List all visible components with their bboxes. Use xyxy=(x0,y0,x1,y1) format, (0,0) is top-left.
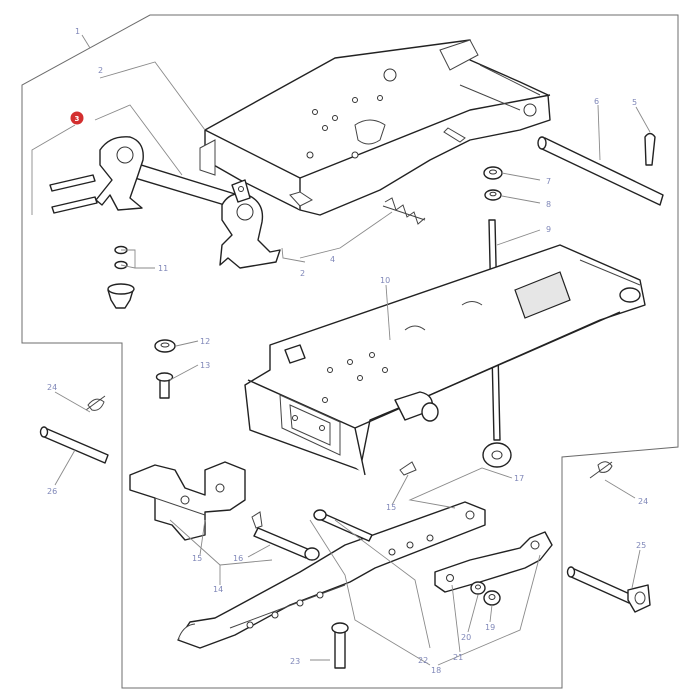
callout-17: 17 xyxy=(514,474,524,483)
callout-16: 16 xyxy=(233,554,243,563)
callout-23: 23 xyxy=(290,657,300,666)
callout-24-left: 24 xyxy=(47,383,57,392)
nut-part-12 xyxy=(154,339,176,353)
callout-21: 21 xyxy=(453,653,463,662)
hook-bar-assembly xyxy=(49,136,281,269)
bolt-part-13 xyxy=(155,372,174,399)
callout-25: 25 xyxy=(636,541,646,550)
callout-7: 7 xyxy=(546,177,551,186)
callout-2-lower: 2 xyxy=(300,269,305,278)
callout-11: 11 xyxy=(158,264,168,273)
clip-part-24-right xyxy=(589,461,613,479)
callout-1: 1 xyxy=(75,27,80,36)
callout-8: 8 xyxy=(546,200,551,209)
leader-lines xyxy=(31,34,651,666)
callout-24-right: 24 xyxy=(638,497,648,506)
pin-part-6 xyxy=(537,136,664,206)
clip-part-15-lower xyxy=(251,511,263,529)
clip-part-24-left xyxy=(85,395,106,411)
callout-20: 20 xyxy=(461,633,471,642)
callout-6: 6 xyxy=(594,97,599,106)
buffer-part-11 xyxy=(107,245,135,309)
pin-part-26 xyxy=(39,426,109,464)
callout-labels: 1 2 2 3 4 5 6 7 8 9 10 11 12 13 14 15 15… xyxy=(47,27,648,675)
nut-part-19 xyxy=(483,590,501,606)
callout-10: 10 xyxy=(380,276,390,285)
spring-part-4 xyxy=(382,197,426,225)
callout-15-lower: 15 xyxy=(192,554,202,563)
callout-2-upper: 2 xyxy=(98,66,103,75)
callout-19: 19 xyxy=(485,623,495,632)
callout-14: 14 xyxy=(213,585,223,594)
callout-18: 18 xyxy=(431,666,441,675)
callout-9: 9 xyxy=(546,225,551,234)
callout-4: 4 xyxy=(330,255,335,264)
washer-part-8 xyxy=(484,189,502,201)
callout-12: 12 xyxy=(200,337,210,346)
clip-part-5 xyxy=(644,132,656,166)
callout-15-upper: 15 xyxy=(386,503,396,512)
lower-link-part-18 xyxy=(177,501,486,649)
bolt-part-17 xyxy=(313,509,373,542)
callout-3[interactable]: 3 xyxy=(75,115,80,123)
upper-housing xyxy=(199,39,551,216)
bolt-part-16 xyxy=(253,527,320,561)
callout-13: 13 xyxy=(200,361,210,370)
pin-part-25 xyxy=(566,566,651,613)
link-bracket-part-21 xyxy=(434,531,553,593)
callout-22: 22 xyxy=(418,656,428,665)
highlight-marker-3 xyxy=(70,111,84,125)
nut-part-7 xyxy=(483,166,503,180)
assembly-frame xyxy=(21,14,679,689)
lift-frame-part-10 xyxy=(244,244,646,476)
pin-part-23 xyxy=(331,622,349,669)
bracket-part-14 xyxy=(129,461,246,541)
nut-part-20 xyxy=(470,581,486,595)
callout-5: 5 xyxy=(632,98,637,107)
clip-part-15-upper xyxy=(399,461,417,476)
callout-26: 26 xyxy=(47,487,57,496)
